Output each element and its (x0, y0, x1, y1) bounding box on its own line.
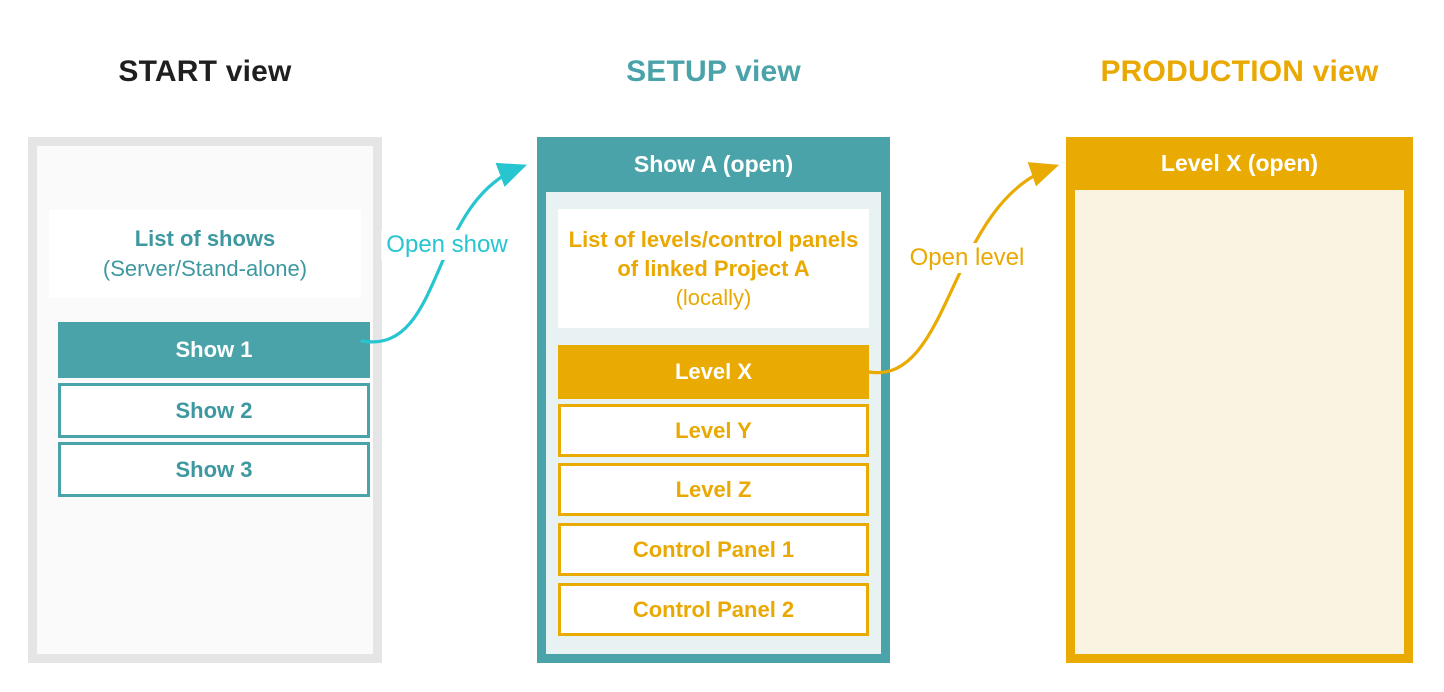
open-level-arrow-label: Open level (904, 243, 1030, 273)
start-view-panel: List of shows (Server/Stand-alone) Show … (28, 137, 382, 663)
list-of-levels-label: List of levels/control panels of linked … (558, 209, 869, 328)
production-panel-body (1075, 190, 1404, 654)
level-y-button[interactable]: Level Y (558, 404, 869, 457)
start-panel-body: List of shows (Server/Stand-alone) Show … (37, 146, 373, 654)
production-view-title: PRODUCTION view (1100, 55, 1379, 88)
control-panel-2-button[interactable]: Control Panel 2 (558, 583, 869, 636)
open-show-arrow-label: Open show (381, 230, 513, 260)
list-of-levels-line1: List of levels/control panels (568, 227, 859, 252)
show-2-button[interactable]: Show 2 (58, 383, 370, 438)
level-x-open-header: Level X (open) (1160, 150, 1319, 176)
setup-panel-body: List of levels/control panels of linked … (546, 192, 881, 654)
level-z-button[interactable]: Level Z (558, 463, 869, 516)
show-a-open-header: Show A (open) (633, 151, 794, 177)
list-of-shows-line2: (Server/Stand-alone) (102, 256, 308, 281)
list-of-shows-label: List of shows (Server/Stand-alone) (49, 210, 361, 298)
list-of-levels-line2: of linked Project A (617, 256, 810, 281)
show-3-button[interactable]: Show 3 (58, 442, 370, 497)
list-of-shows-line1: List of shows (134, 226, 276, 251)
start-view-title: START view (118, 55, 292, 88)
production-view-panel: Level X (open) (1066, 137, 1413, 663)
level-x-button[interactable]: Level X (558, 345, 869, 399)
setup-view-panel: Show A (open) List of levels/control pan… (537, 137, 890, 663)
show-1-button[interactable]: Show 1 (58, 322, 370, 378)
list-of-levels-line3: (locally) (675, 285, 752, 310)
setup-view-title: SETUP view (626, 55, 801, 88)
control-panel-1-button[interactable]: Control Panel 1 (558, 523, 869, 576)
